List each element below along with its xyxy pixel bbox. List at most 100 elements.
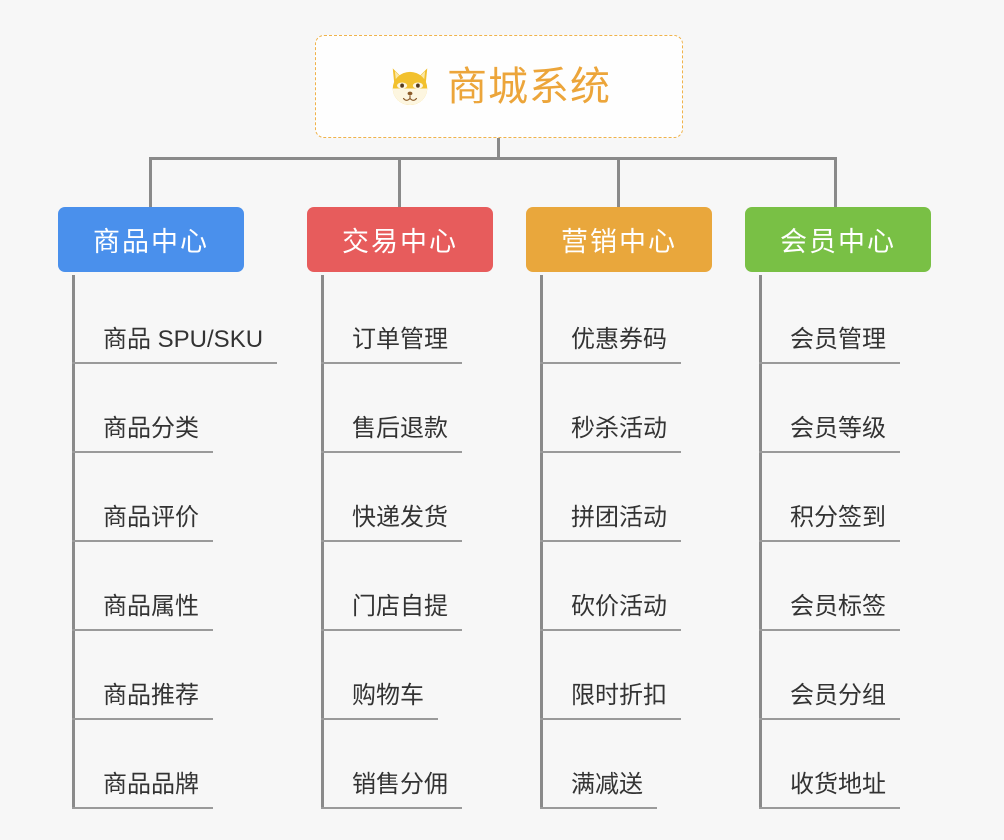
list-item-rule [540, 718, 681, 720]
list-item[interactable]: 会员分组 [745, 631, 931, 720]
list-item-label: 商品属性 [103, 593, 199, 620]
list-item-rule [321, 629, 462, 631]
list-item[interactable]: 收货地址 [745, 720, 931, 809]
list-item[interactable]: 销售分佣 [307, 720, 493, 809]
list-item-label: 商品分类 [103, 415, 199, 442]
list-item-rule [321, 451, 462, 453]
branch-marketing-center: 营销中心 优惠券码 秒杀活动 拼团活动 砍价活动 限时折扣 [526, 207, 712, 809]
list-item-label: 商品推荐 [103, 682, 199, 709]
list-item-rule [540, 451, 681, 453]
list-item-label: 拼团活动 [571, 504, 667, 531]
branch-trunk-line [72, 275, 75, 809]
list-item[interactable]: 商品评价 [58, 453, 244, 542]
branch-header-marketing-center[interactable]: 营销中心 [526, 207, 712, 272]
shiba-dog-face-icon [392, 67, 428, 105]
branch-trade-center: 交易中心 订单管理 售后退款 快递发货 门店自提 购物车 [307, 207, 493, 809]
branch-header-label: 交易中心 [342, 227, 458, 257]
list-item[interactable]: 限时折扣 [526, 631, 712, 720]
branch-items-member-center: 会员管理 会员等级 积分签到 会员标签 会员分组 收货地址 [745, 275, 931, 809]
list-item-label: 订单管理 [352, 326, 448, 353]
list-item-label: 会员等级 [790, 415, 886, 442]
list-item[interactable]: 砍价活动 [526, 542, 712, 631]
branch-header-trade-center[interactable]: 交易中心 [307, 207, 493, 272]
list-item-rule [759, 807, 900, 809]
branch-product-center: 商品中心 商品 SPU/SKU 商品分类 商品评价 商品属性 商品推荐 [58, 207, 277, 809]
list-item[interactable]: 订单管理 [307, 275, 493, 364]
list-item-label: 满减送 [571, 771, 643, 798]
list-item-label: 商品评价 [103, 504, 199, 531]
list-item[interactable]: 快递发货 [307, 453, 493, 542]
list-item[interactable]: 拼团活动 [526, 453, 712, 542]
list-item-label: 会员管理 [790, 326, 886, 353]
list-item-label: 售后退款 [352, 415, 448, 442]
branch-header-label: 商品中心 [93, 227, 209, 257]
list-item-label: 积分签到 [790, 504, 886, 531]
list-item[interactable]: 商品品牌 [58, 720, 244, 809]
branch-header-label: 营销中心 [561, 227, 677, 257]
list-item-rule [759, 362, 900, 364]
list-item-label: 快递发货 [352, 504, 448, 531]
list-item-label: 收货地址 [790, 771, 886, 798]
branch-header-label: 会员中心 [780, 227, 896, 257]
list-item-label: 销售分佣 [352, 771, 448, 798]
list-item[interactable]: 会员标签 [745, 542, 931, 631]
branch-header-member-center[interactable]: 会员中心 [745, 207, 931, 272]
list-item-label: 会员标签 [790, 593, 886, 620]
branch-trunk-line [321, 275, 324, 809]
branch-items-product-center: 商品 SPU/SKU 商品分类 商品评价 商品属性 商品推荐 商品品牌 [58, 275, 277, 809]
list-item[interactable]: 会员管理 [745, 275, 931, 364]
list-item-label: 限时折扣 [571, 682, 667, 709]
list-item-label: 门店自提 [352, 593, 448, 620]
list-item[interactable]: 商品属性 [58, 542, 244, 631]
list-item-rule [72, 540, 213, 542]
list-item[interactable]: 优惠券码 [526, 275, 712, 364]
list-item-rule [72, 807, 213, 809]
list-item-rule [321, 540, 462, 542]
list-item-rule [759, 629, 900, 631]
list-item-rule [72, 718, 213, 720]
list-item-rule [540, 807, 657, 809]
list-item-rule [540, 540, 681, 542]
list-item-label: 会员分组 [790, 682, 886, 709]
list-item-rule [540, 362, 681, 364]
list-item[interactable]: 积分签到 [745, 453, 931, 542]
connector-root-stem [497, 138, 500, 159]
list-item-rule [321, 362, 462, 364]
list-item[interactable]: 商品分类 [58, 364, 244, 453]
list-item-label: 秒杀活动 [571, 415, 667, 442]
list-item[interactable]: 商品 SPU/SKU [58, 275, 277, 364]
list-item-rule [321, 718, 438, 720]
list-item[interactable]: 秒杀活动 [526, 364, 712, 453]
branch-trunk-line [540, 275, 543, 809]
branch-trunk-line [759, 275, 762, 809]
root-title: 商城系统 [447, 64, 611, 109]
branch-member-center: 会员中心 会员管理 会员等级 积分签到 会员标签 会员分组 [745, 207, 931, 809]
list-item-label: 商品 SPU/SKU [103, 326, 264, 353]
list-item-rule [759, 540, 900, 542]
branch-items-marketing-center: 优惠券码 秒杀活动 拼团活动 砍价活动 限时折扣 满减送 [526, 275, 712, 809]
connector-drop-4 [834, 157, 837, 208]
branch-items-trade-center: 订单管理 售后退款 快递发货 门店自提 购物车 销售分佣 [307, 275, 493, 809]
root-node-mall-system[interactable]: 商城系统 [315, 35, 683, 138]
list-item-label: 砍价活动 [571, 593, 667, 620]
list-item-rule [540, 629, 681, 631]
branch-header-product-center[interactable]: 商品中心 [58, 207, 244, 272]
list-item[interactable]: 会员等级 [745, 364, 931, 453]
connector-drop-1 [149, 157, 152, 208]
list-item-rule [72, 362, 277, 364]
list-item-rule [759, 718, 900, 720]
list-item-label: 商品品牌 [103, 771, 199, 798]
list-item[interactable]: 售后退款 [307, 364, 493, 453]
list-item[interactable]: 满减送 [526, 720, 712, 809]
list-item-label: 购物车 [352, 682, 424, 709]
list-item[interactable]: 门店自提 [307, 542, 493, 631]
list-item[interactable]: 购物车 [307, 631, 493, 720]
connector-horizontal-bus [149, 157, 837, 160]
list-item-rule [72, 629, 213, 631]
list-item-rule [321, 807, 462, 809]
connector-drop-2 [398, 157, 401, 208]
list-item[interactable]: 商品推荐 [58, 631, 244, 720]
list-item-label: 优惠券码 [571, 326, 667, 353]
list-item-rule [759, 451, 900, 453]
